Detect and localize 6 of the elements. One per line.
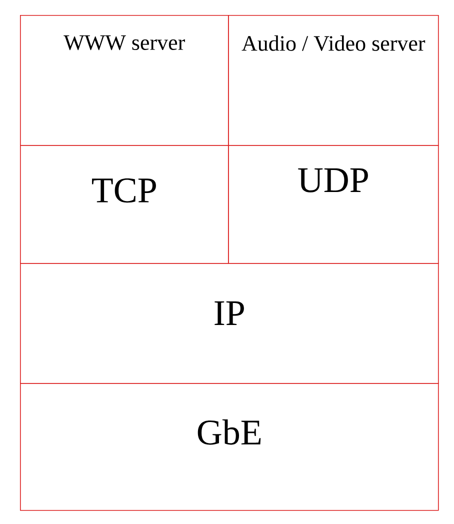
layer-box: WWW server <box>20 15 229 146</box>
layer-box: IP <box>20 263 439 384</box>
layer-box: TCP <box>20 145 229 264</box>
layer-box: UDP <box>228 145 439 264</box>
layer-box: Audio / Video server <box>228 15 439 146</box>
layer-box: GbE <box>20 383 439 511</box>
